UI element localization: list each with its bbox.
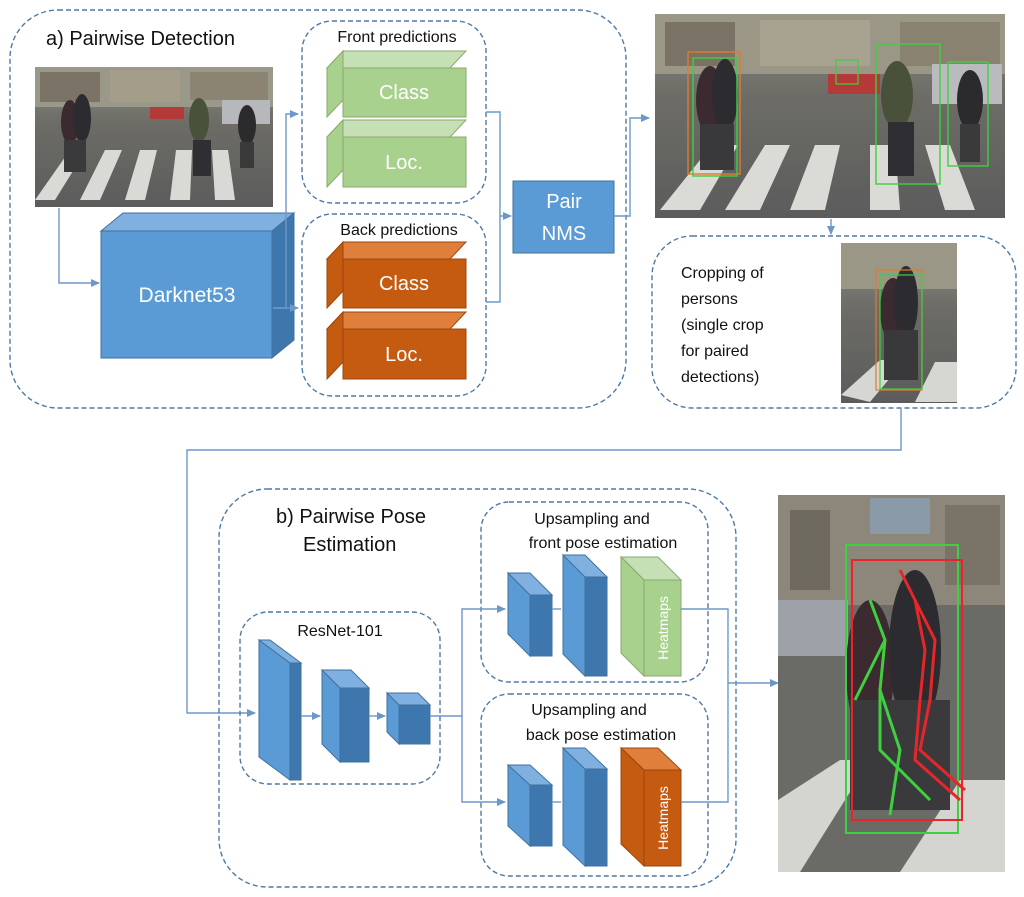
- resnet-layer-2: [320, 668, 371, 764]
- detection-output-image: [655, 14, 1005, 218]
- pair-nms-line1: Pair: [546, 191, 582, 213]
- front-class-label: Class: [379, 82, 429, 104]
- section-a-title: a) Pairwise Detection: [46, 28, 235, 50]
- pose-output-image: [778, 495, 1005, 872]
- front-upsample-layer-1: [506, 571, 554, 658]
- back-predictions-frame: [301, 213, 487, 397]
- section-b-title-line2: Estimation: [303, 534, 396, 556]
- back-loc-block: Loc.: [325, 310, 468, 381]
- back-upsample-layer-2: [561, 746, 609, 868]
- cropped-person-image: [841, 243, 957, 403]
- front-loc-label: Loc.: [385, 152, 423, 174]
- back-upsampling-line2: back pose estimation: [526, 727, 676, 744]
- back-heatmaps-block: Heatmaps: [619, 746, 683, 868]
- front-class-block: Class: [325, 49, 468, 119]
- pair-nms-block: Pair NMS: [512, 180, 615, 254]
- crop-to-pose-connector: [186, 408, 902, 717]
- resnet-title: ResNet-101: [297, 623, 382, 640]
- cropping-frame: [651, 235, 1017, 409]
- front-upsampling-frame: [480, 501, 709, 683]
- darknet53-label: Darknet53: [139, 284, 236, 307]
- front-upsample-layer-2: [561, 553, 609, 678]
- front-upsampling-line1: Upsampling and: [534, 511, 650, 528]
- resnet-frame: [239, 611, 441, 785]
- front-heatmaps-label: Heatmaps: [655, 596, 671, 660]
- pair-nms-line2: NMS: [542, 223, 586, 245]
- back-upsample-layer-1: [506, 763, 554, 848]
- cropping-line-3: (single crop: [681, 317, 764, 334]
- front-upsampling-line2: front pose estimation: [529, 535, 678, 552]
- back-predictions-title: Back predictions: [340, 222, 457, 239]
- resnet-layer-1: [257, 639, 303, 781]
- section-b-title-line1: b) Pairwise Pose: [276, 506, 426, 528]
- front-heatmaps-block: Heatmaps: [619, 555, 683, 678]
- cropping-line-5: detections): [681, 369, 759, 386]
- pairwise-pose-frame: [218, 488, 737, 888]
- front-predictions-title: Front predictions: [337, 29, 456, 46]
- back-class-label: Class: [379, 273, 429, 295]
- cropping-description: Cropping of persons (single crop for pai…: [681, 265, 764, 386]
- back-heatmaps-label: Heatmaps: [655, 786, 671, 850]
- cropping-line-4: for paired: [681, 343, 749, 360]
- pairwise-detection-frame: [9, 9, 627, 409]
- section-a-connectors: [58, 110, 650, 312]
- cropping-line-2: persons: [681, 291, 738, 308]
- section-b-connectors: [301, 605, 779, 806]
- input-street-image: [35, 67, 273, 207]
- front-loc-block: Loc.: [325, 118, 468, 189]
- resnet-layer-3: [385, 691, 432, 746]
- darknet53-block: Darknet53: [99, 211, 296, 360]
- back-loc-label: Loc.: [385, 344, 423, 366]
- back-upsampling-line1: Upsampling and: [531, 702, 647, 719]
- cropping-line-1: Cropping of: [681, 265, 764, 282]
- back-class-block: Class: [325, 240, 468, 310]
